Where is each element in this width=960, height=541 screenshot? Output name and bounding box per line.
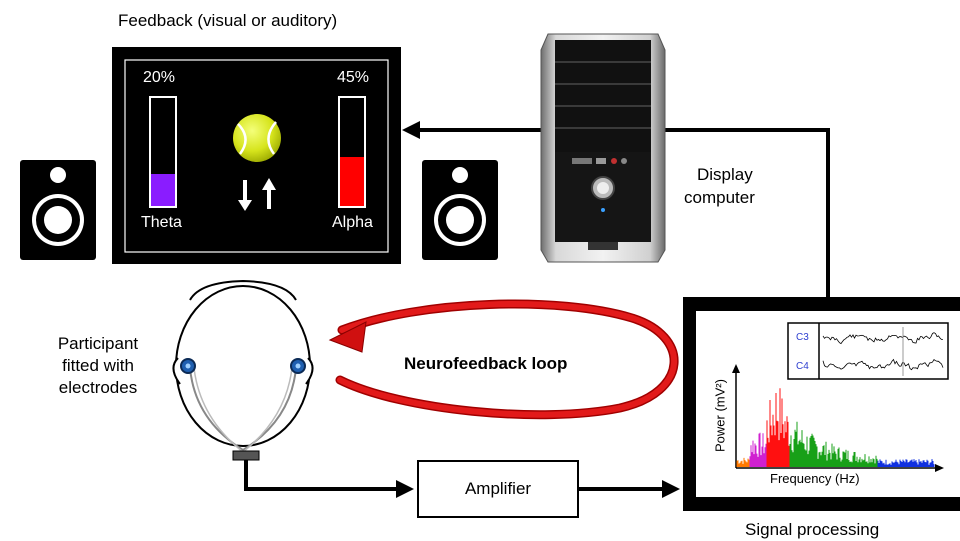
computer-label-line2: computer	[684, 188, 755, 207]
amplifier-box	[417, 460, 579, 518]
y-axis-label: Power (mV²)	[712, 379, 728, 452]
channel-c3-label: C3	[796, 332, 809, 343]
theta-bar-fill	[151, 174, 175, 206]
head-to-amplifier-connector	[244, 460, 414, 498]
channel-c4-label: C4	[796, 361, 809, 372]
x-axis-label: Frequency (Hz)	[770, 471, 860, 486]
feedback-title: Feedback (visual or auditory)	[118, 11, 338, 30]
up-arrow-icon	[262, 178, 276, 209]
eeg-trace-c4	[822, 358, 944, 371]
signal-processing-monitor	[683, 297, 960, 511]
feedback-monitor	[112, 47, 401, 264]
computer-to-monitor-connector	[402, 121, 830, 297]
eeg-trace-box	[787, 322, 949, 380]
theta-label: Theta	[141, 214, 182, 231]
alpha-bar-fill	[340, 157, 364, 206]
eeg-trace-c3	[822, 332, 944, 345]
neurofeedback-loop-arrow	[328, 299, 679, 420]
power-spectrum	[736, 388, 935, 467]
computer-label-line1: Display	[697, 165, 753, 184]
theta-percent: 20%	[143, 69, 176, 86]
participant-label-line2: fitted with	[62, 356, 134, 375]
electrode-connector-icon	[232, 450, 260, 461]
arrowhead-to-monitor	[402, 121, 420, 139]
signal-processing-label: Signal processing	[745, 520, 880, 539]
computer-tower-icon	[540, 33, 666, 263]
speaker-left-icon	[20, 160, 96, 260]
alpha-label: Alpha	[332, 214, 373, 231]
speaker-right-icon	[422, 160, 498, 260]
neurofeedback-loop-label: Neurofeedback loop	[404, 354, 568, 373]
alpha-percent: 45%	[337, 69, 370, 86]
participant-label-line3: electrodes	[58, 378, 138, 397]
participant-head-icon	[172, 279, 314, 461]
down-arrow-icon	[238, 180, 252, 211]
amplifier-label: Amplifier	[464, 479, 532, 498]
amplifier-to-signal-connector	[578, 480, 680, 498]
participant-label-line1: Participant	[57, 334, 139, 353]
tennis-ball-icon	[233, 114, 281, 162]
